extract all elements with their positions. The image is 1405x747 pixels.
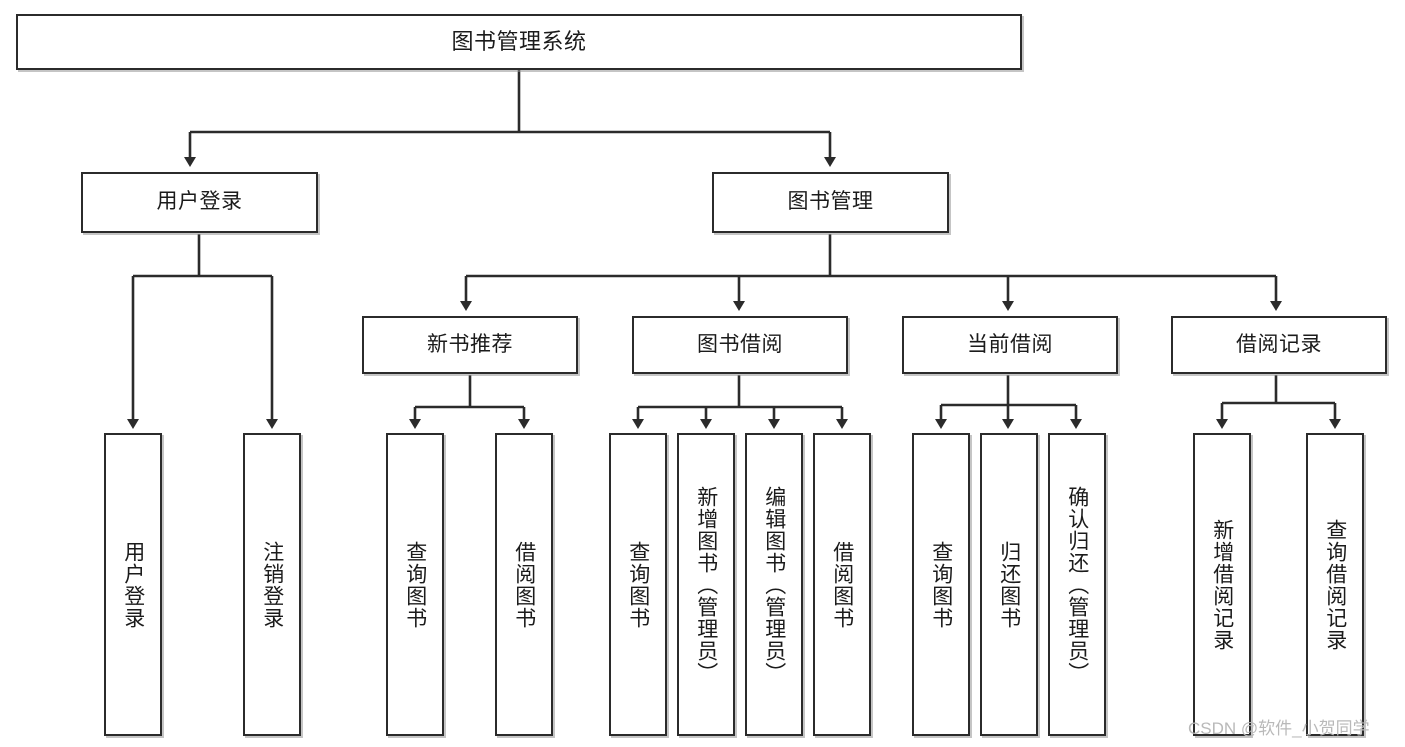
node-label: 借阅记录 (1236, 332, 1322, 356)
node-label: 查询图书 (929, 540, 953, 629)
node-label: 用户登录 (121, 540, 145, 629)
node-book-borrow[interactable]: 图书借阅 (632, 316, 848, 374)
node-label: 查询图书 (626, 540, 650, 629)
node-book-management-system[interactable]: 图书管理系统 (16, 14, 1022, 70)
leaf-user-login-login[interactable]: 用户登录 (104, 433, 162, 736)
node-label: 当前借阅 (967, 332, 1053, 356)
leaf-book-borrow-add-book[interactable]: 新增图书（管理员） (677, 433, 735, 736)
node-current-borrow[interactable]: 当前借阅 (902, 316, 1118, 374)
node-borrow-record[interactable]: 借阅记录 (1171, 316, 1387, 374)
node-label: 新书推荐 (427, 332, 513, 356)
leaf-current-borrow-query-book[interactable]: 查询图书 (912, 433, 970, 736)
node-user-login[interactable]: 用户登录 (81, 172, 318, 233)
node-label: 注销登录 (260, 540, 284, 629)
node-label: 用户登录 (156, 190, 243, 214)
node-label: 图书管理 (787, 190, 874, 214)
leaf-book-borrow-edit-book[interactable]: 编辑图书（管理员） (745, 433, 803, 736)
node-label: 编辑图书（管理员） (762, 485, 786, 684)
csdn-watermark: CSDN @软件_小贺同学 (1188, 719, 1370, 738)
node-new-book-recommend[interactable]: 新书推荐 (362, 316, 578, 374)
node-label: 图书借阅 (697, 332, 783, 356)
node-label: 查询借阅记录 (1323, 518, 1347, 651)
node-label: 查询图书 (403, 540, 427, 629)
leaf-current-borrow-confirm-return[interactable]: 确认归还（管理员） (1048, 433, 1106, 736)
leaf-book-borrow-query-book[interactable]: 查询图书 (609, 433, 667, 736)
leaf-borrow-record-query-record[interactable]: 查询借阅记录 (1306, 433, 1364, 736)
leaf-current-borrow-return-book[interactable]: 归还图书 (980, 433, 1038, 736)
leaf-book-borrow-borrow-book[interactable]: 借阅图书 (813, 433, 871, 736)
node-label: 借阅图书 (830, 540, 854, 629)
node-label: 图书管理系统 (451, 29, 587, 55)
leaf-borrow-record-add-record[interactable]: 新增借阅记录 (1193, 433, 1251, 736)
node-label: 新增图书（管理员） (694, 485, 718, 684)
leaf-new-book-query-book[interactable]: 查询图书 (386, 433, 444, 736)
node-book-management[interactable]: 图书管理 (712, 172, 949, 233)
leaf-user-login-logout[interactable]: 注销登录 (243, 433, 301, 736)
node-label: 归还图书 (997, 540, 1021, 629)
node-label: 新增借阅记录 (1210, 518, 1234, 651)
leaf-new-book-borrow-book[interactable]: 借阅图书 (495, 433, 553, 736)
node-label: 借阅图书 (512, 540, 536, 629)
node-label: 确认归还（管理员） (1065, 485, 1089, 684)
